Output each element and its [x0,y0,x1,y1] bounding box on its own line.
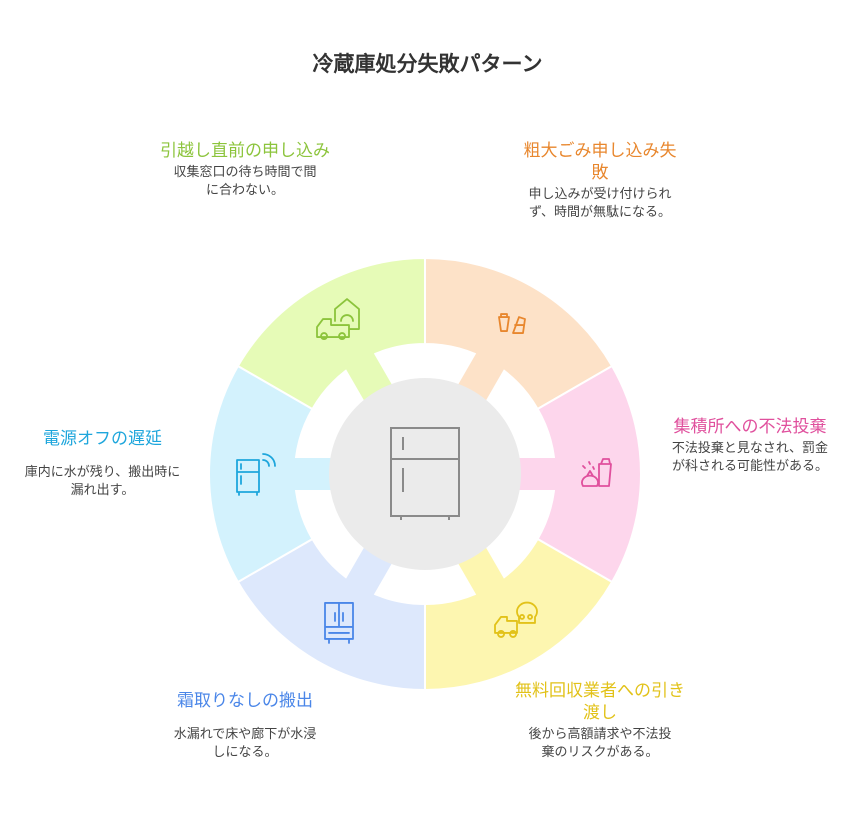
trash-bags-icon [498,313,526,334]
label-1: 集積所への不法投棄不法投棄と見なされ、罰金が科される可能性がある。 [660,416,840,476]
label-title: 霜取りなしの搬出 [177,691,313,711]
label-5: 引越し直前の申し込み収集窓口の待ち時間で間に合わない。 [150,140,340,200]
smart-fridge-icon [236,453,276,496]
refrigerator-icon [390,427,460,520]
label-0: 粗大ごみ申し込み失敗申し込みが受け付けられず、時間が無駄になる。 [500,140,700,222]
label-desc: 収集窓口の待ち時間で間に合わない。 [173,165,317,198]
label-2: 無料回収業者への引き渡し後から高額請求や不法投棄のリスクがある。 [510,680,690,762]
fridge-doors-icon [324,602,354,644]
label-title: 粗大ごみ申し込み失敗 [523,141,677,183]
skull-truck-icon [494,601,538,638]
segment-connector [517,458,559,490]
moving-truck-icon [316,298,360,340]
label-title: 無料回収業者への引き渡し [515,681,685,723]
center-circle [329,378,521,570]
garbage-dump-icon [581,458,612,487]
label-desc: 不法投棄と見なされ、罰金が科される可能性がある。 [671,441,829,474]
label-3: 霜取りなしの搬出水漏れで床や廊下が水浸しになる。 [150,690,340,762]
label-desc: 庫内に水が残り、搬出時に漏れ出す。 [24,465,181,498]
label-desc: 水漏れで床や廊下が水浸しになる。 [173,727,317,760]
segment-connector [291,458,333,490]
segment-arc [236,256,426,411]
label-desc: 後から高額請求や不法投棄のリスクがある。 [528,727,672,760]
label-title: 電源オフの遅延 [43,429,162,449]
label-4: 電源オフの遅延庫内に水が残り、搬出時に漏れ出す。 [15,428,190,500]
label-desc: 申し込みが受け付けられず、時間が無駄になる。 [528,187,672,220]
diagram-title: 冷蔵庫処分失敗パターン [312,52,543,76]
label-title: 引越し直前の申し込み [160,141,330,161]
segment-1 [517,364,642,584]
label-title: 集積所への不法投棄 [673,417,827,437]
